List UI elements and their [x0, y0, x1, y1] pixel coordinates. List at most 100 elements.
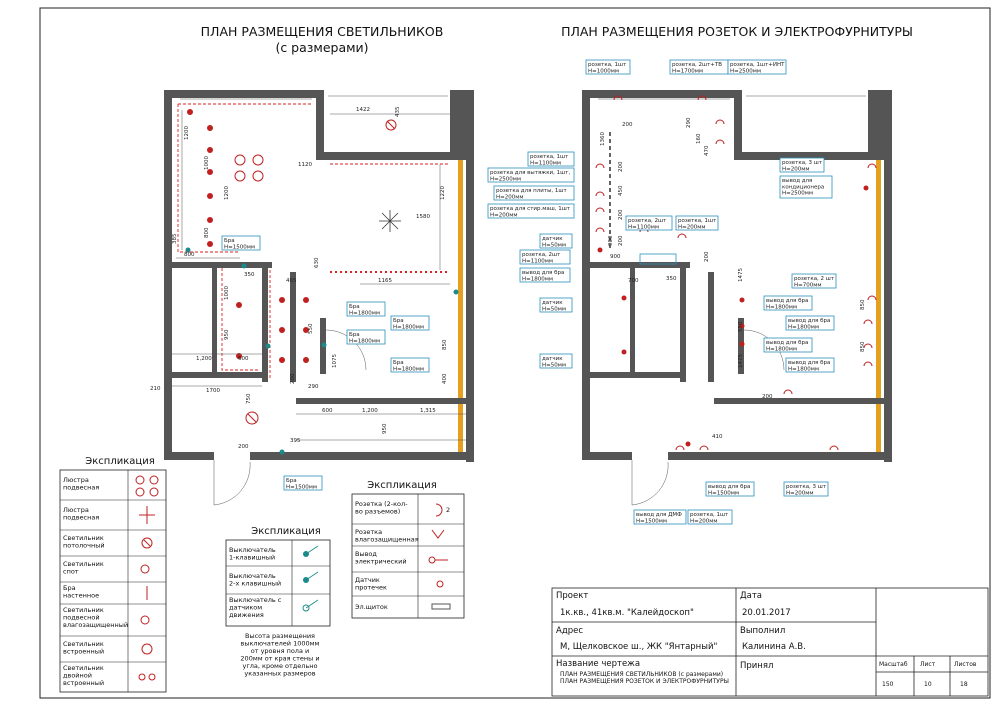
svg-text:Экспликация: Экспликация [367, 480, 436, 491]
svg-text:200: 200 [618, 209, 624, 220]
svg-text:1200: 1200 [224, 186, 230, 200]
svg-text:1422: 1422 [356, 107, 370, 113]
tb-accepted-label: Принял [740, 661, 773, 671]
svg-text:350: 350 [666, 276, 677, 282]
svg-text:210: 210 [150, 386, 161, 392]
svg-text:470: 470 [704, 145, 710, 156]
svg-text:630: 630 [314, 257, 320, 268]
svg-text:200: 200 [762, 394, 773, 400]
left-plan-title: ПЛАН РАЗМЕЩЕНИЯ СВЕТИЛЬНИКОВ [201, 24, 444, 39]
svg-text:850: 850 [442, 339, 448, 350]
tb-sheet-label: Лист [920, 661, 936, 668]
svg-text:290: 290 [308, 384, 319, 390]
svg-text:1,315: 1,315 [420, 408, 436, 414]
tb-project-label: Проект [556, 591, 588, 601]
tb-date-value: 20.01.2017 [742, 608, 791, 618]
tb-drawing-value: ПЛАН РАЗМЕЩЕНИЯ СВЕТИЛЬНИКОВ (с размерам… [560, 671, 729, 685]
svg-text:1165: 1165 [378, 278, 392, 284]
svg-text:1200: 1200 [184, 126, 190, 140]
svg-text:465: 465 [286, 278, 297, 284]
tb-address-label: Адрес [556, 626, 583, 636]
svg-text:1000: 1000 [204, 156, 210, 170]
svg-text:200: 200 [618, 235, 624, 246]
legend-outlets: Экспликация Розетка (2-кол-во разъемов) … [351, 480, 465, 619]
svg-text:700: 700 [628, 278, 639, 284]
svg-text:1075: 1075 [332, 354, 338, 368]
title-block [551, 587, 989, 697]
svg-text:Экспликация: Экспликация [251, 526, 320, 537]
svg-text:600: 600 [238, 356, 249, 362]
svg-text:Экспликация: Экспликация [85, 456, 154, 467]
svg-text:850: 850 [860, 341, 866, 352]
svg-text:1475: 1475 [738, 268, 744, 282]
svg-text:160: 160 [696, 133, 702, 144]
tb-done-value: Калинина А.В. [742, 642, 806, 652]
svg-text:600: 600 [322, 408, 333, 414]
svg-text:900: 900 [608, 235, 614, 246]
svg-text:1120: 1120 [298, 162, 312, 168]
svg-text:1,200: 1,200 [196, 356, 212, 362]
svg-text:200: 200 [238, 444, 249, 450]
svg-text:900: 900 [610, 254, 621, 260]
svg-text:1360: 1360 [600, 132, 606, 146]
svg-text:290: 290 [686, 117, 692, 128]
svg-text:850: 850 [860, 299, 866, 310]
svg-text:400: 400 [442, 373, 448, 384]
label-text: Эл.щиток [355, 603, 388, 611]
svg-text:750: 750 [246, 393, 252, 404]
tb-sheet-value: 10 [924, 681, 932, 688]
svg-text:200: 200 [618, 161, 624, 172]
svg-text:950: 950 [382, 423, 388, 434]
svg-text:200: 200 [704, 251, 710, 262]
right-floor-plan: 200 1360 200 450 200 900 200 900 700 350 20… [487, 59, 892, 525]
svg-text:1580: 1580 [416, 214, 430, 220]
svg-text:2: 2 [446, 506, 450, 514]
svg-text:550: 550 [308, 323, 314, 334]
right-plan-title: ПЛАН РАЗМЕЩЕНИЯ РОЗЕТОК И ЭЛЕКТРОФУРНИТУ… [561, 24, 913, 39]
svg-text:385: 385 [172, 233, 178, 244]
tb-address-value: М, Щелковское ш., ЖК "Янтарный" [560, 642, 717, 652]
svg-text:435: 435 [395, 106, 401, 117]
svg-text:200: 200 [622, 122, 633, 128]
svg-text:450: 450 [618, 185, 624, 196]
